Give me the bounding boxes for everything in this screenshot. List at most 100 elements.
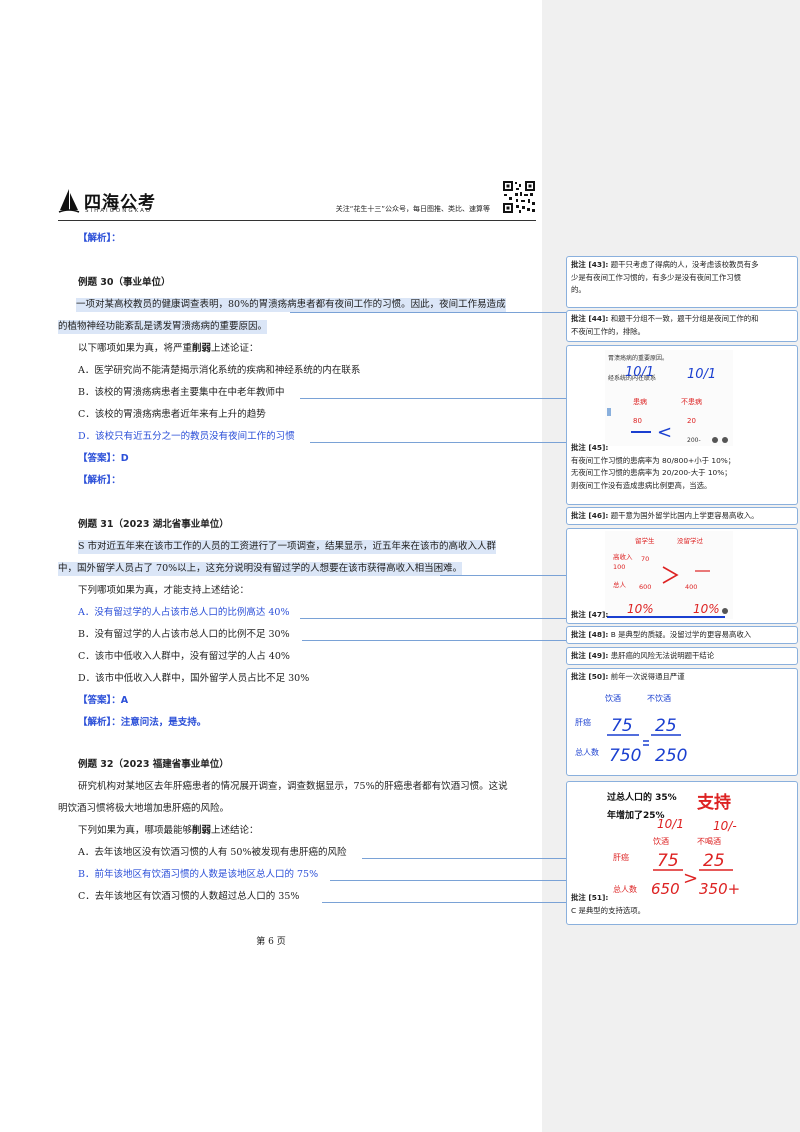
q30-answer: 【答案】：D	[78, 453, 129, 464]
c50-row-1: 肝癌	[575, 717, 591, 727]
c47-value-1: 70	[641, 555, 649, 563]
c51-value-3: 650	[651, 880, 680, 898]
q30-stem-line1: 一项对某高校教员的健康调查表明，80%的胃溃疡病患者都有夜间工作的习惯。因此，夜…	[76, 298, 506, 312]
comment-50[interactable]: 批注 [50]: 前年一次说得通且严谨 饮酒 不饮酒 肝癌 总人数 75 25 …	[566, 668, 798, 776]
comment-connector-44	[300, 398, 566, 399]
comment-43-label: 批注 [43]:	[571, 260, 609, 269]
c50-col-1: 饮酒	[605, 693, 621, 703]
c50-value-3: 750	[609, 746, 641, 766]
q31-stem-line2: 中，国外留学人员占了 70%以上，这充分说明没有留过学的人想要在该市获得高收入相…	[58, 562, 463, 576]
comment-43-text-2: 少是有夜间工作习惯的，有多少是没有夜间工作习惯	[571, 272, 741, 282]
c45-value-1: 80	[633, 417, 642, 425]
c51-sign: >	[683, 868, 698, 889]
q31-option-a: A．没有留过学的人占该市总人口的比例高达 40%	[78, 607, 290, 618]
comment-connector-49	[362, 858, 566, 859]
c47-row-1: 高收入	[613, 552, 633, 561]
q30-stem-line2: 的植物神经功能紊乱是诱发胃溃疡病的重要原因。	[58, 320, 268, 334]
comment-50-sketch: 饮酒 不饮酒 肝癌 总人数 75 25 750 250	[569, 687, 699, 771]
q32-prompt-a: 下列如果为真，哪项最能够	[78, 825, 193, 836]
q31-prompt: 下列哪项如果为真，才能支持上述结论：	[78, 585, 250, 596]
page-number: 第 6 页	[256, 937, 286, 947]
comment-49-text-1: 患肝癌的风险无法说明题干结论	[610, 651, 715, 660]
c50-row-2: 总人数	[575, 747, 599, 757]
comment-43[interactable]: 批注 [43]: 题干只考虑了得病的人，没考虑该校教员有多 少是有夜间工作习惯的…	[566, 256, 798, 308]
comment-47[interactable]: 留学生 没留学过 高收入 70 100 总人 600 400 10% 10% 批…	[566, 528, 798, 624]
comment-51-sketch: 过总人口的 35% 年增加了25% 支持 10/1 10/- 饮酒 不喝酒 肝癌…	[605, 786, 745, 898]
comment-48-label: 批注 [48]:	[571, 630, 609, 639]
c51-value-2: 25	[703, 851, 725, 871]
comment-45-sketch: 胃溃疡病的重要原因。 经系统的内在联系 10/1 10/1 患病 不患病 80 …	[605, 350, 733, 446]
c47-col-1: 留学生	[635, 536, 655, 545]
qr-code-icon	[502, 180, 536, 214]
q32-stem-line1: 研究机构对某地区去年肝癌患者的情况展开调查，调查数据显示，75%的肝癌患者都有饮…	[78, 781, 508, 792]
c45-handwritten-1: 10/1	[625, 365, 654, 380]
c51-value-4: 350+	[699, 880, 740, 898]
comment-connector-46	[440, 575, 566, 576]
comment-connector-51	[322, 902, 566, 903]
comment-44[interactable]: 批注 [44]: 和题干分组不一致，题干分组是夜间工作的和 不夜间工作的，排除。	[566, 310, 798, 342]
page-header: 四海公考 SIHAIGONGKAO 关注“花生十三”公众号，每日图推、类比、速算…	[58, 180, 536, 221]
q30-prompt-a: 以下哪项如果为真，将严重	[78, 343, 193, 354]
comment-45[interactable]: 胃溃疡病的重要原因。 经系统的内在联系 10/1 10/1 患病 不患病 80 …	[566, 345, 798, 505]
comment-connector-43	[290, 312, 566, 313]
q31-title: 例题 31（2023 湖北省事业单位）	[78, 519, 229, 530]
sihai-logo: 四海公考 SIHAIGONGKAO	[58, 186, 168, 216]
c51-col-1: 饮酒	[653, 836, 669, 846]
q30-option-b: B．该校的胃溃疡病患者主要集中在中老年教师中	[78, 387, 285, 398]
comment-43-text-3: 的。	[571, 285, 586, 294]
analysis-label: 【解析】：	[78, 233, 121, 244]
q32-prompt-c: 上述结论：	[211, 825, 259, 836]
sail-logo-icon	[58, 189, 80, 213]
c51-head-1: 过总人口的 35%	[607, 791, 677, 803]
q31-answer: 【答案】：A	[78, 695, 129, 706]
comment-51-text: 批注 [51]: C 是典型的支持选项。	[571, 892, 645, 917]
q32-option-a: A．去年该地区没有饮酒习惯的人有 50%被发现有患肝癌的风险	[78, 847, 347, 858]
comment-51-label: 批注 [51]:	[571, 893, 609, 902]
document-page: 四海公考 SIHAIGONGKAO 关注“花生十三”公众号，每日图推、类比、速算…	[58, 180, 536, 947]
c45-col-2: 不患病	[681, 397, 702, 406]
q32-option-c: C．去年该地区有饮酒习惯的人数超过总人口的 35%	[78, 891, 300, 902]
c45-handwritten-2: 10/1	[687, 367, 716, 382]
c50-value-4: 250	[655, 746, 687, 766]
q30-prompt: 以下哪项如果为真，将严重削弱上述论证：	[78, 342, 259, 356]
c51-col-2: 不喝酒	[697, 837, 721, 846]
c51-value-1: 75	[657, 851, 679, 871]
c47-value-2: 100	[613, 563, 625, 571]
comment-45-text-2: 无夜间工作习惯的患病率为 20/200-大于 10%；	[571, 468, 732, 477]
comment-44-text-2: 不夜间工作的，排除。	[571, 326, 645, 336]
c50-col-2: 不饮酒	[647, 693, 671, 703]
c45-col-1: 患病	[633, 397, 647, 406]
c45-value-2: 20	[687, 417, 696, 425]
q30-option-a: A．医学研究尚不能清楚揭示消化系统的疾病和神经系统的内在联系	[78, 365, 361, 376]
c45-value-3: 200-	[687, 437, 701, 444]
q30-option-d: D．该校只有近五分之一的教员没有夜间工作的习惯	[78, 431, 295, 442]
comment-49[interactable]: 批注 [49]: 患肝癌的风险无法说明题干结论	[566, 647, 798, 665]
comment-50-label: 批注 [50]:	[571, 672, 609, 681]
comment-48[interactable]: 批注 [48]: B 是典型的质疑。没留过学的更容易高收入	[566, 626, 798, 644]
q30-prompt-c: 上述论证：	[211, 343, 259, 354]
c47-handwritten-1: 10%	[627, 602, 654, 616]
q31-option-d: D．该市中低收入人群中，国外留学人员占比不足 30%	[78, 673, 310, 684]
c47-col-2: 没留学过	[677, 536, 704, 545]
comment-45-text: 批注 [45]: 有夜间工作习惯的患病率为 80/800+小于 10%； 无夜间…	[571, 442, 735, 492]
c47-value-3: 600	[639, 583, 651, 591]
comment-45-text-1: 有夜间工作习惯的患病率为 80/800+小于 10%；	[571, 455, 736, 465]
c47-value-4: 400	[685, 583, 697, 591]
comment-connector-45	[310, 442, 566, 443]
comment-46-label: 批注 [46]:	[571, 511, 609, 520]
q32-option-b: B．前年该地区有饮酒习惯的人数是该地区总人口的 75%	[78, 869, 319, 880]
header-note: 关注“花生十三”公众号，每日图推、类比、速算等	[335, 205, 490, 213]
q30-analysis: 【解析】：	[78, 475, 121, 486]
comment-44-label: 批注 [44]:	[571, 314, 609, 323]
comment-51[interactable]: 过总人口的 35% 年增加了25% 支持 10/1 10/- 饮酒 不喝酒 肝癌…	[566, 781, 798, 925]
q32-prompt-keyword: 削弱	[192, 825, 212, 836]
q32-prompt: 下列如果为真，哪项最能够削弱上述结论：	[78, 824, 259, 838]
q32-title: 例题 32（2023 福建省事业单位）	[78, 759, 229, 770]
q30-option-c: C．该校的胃溃疡病患者近年来有上升的趋势	[78, 409, 266, 420]
q31-option-c: C．该市中低收入人群中，没有留过学的人占 40%	[78, 651, 290, 662]
c51-handwritten-2: 10/-	[713, 819, 737, 833]
comment-46[interactable]: 批注 [46]: 题干意为国外留学比国内上学更容易高收入。	[566, 507, 798, 525]
comment-44-text-1: 和题干分组不一致，题干分组是夜间工作的和	[610, 314, 759, 323]
comment-50-text-1: 前年一次说得通且严谨	[610, 672, 685, 681]
c51-handwritten-1: 10/1	[657, 817, 684, 831]
